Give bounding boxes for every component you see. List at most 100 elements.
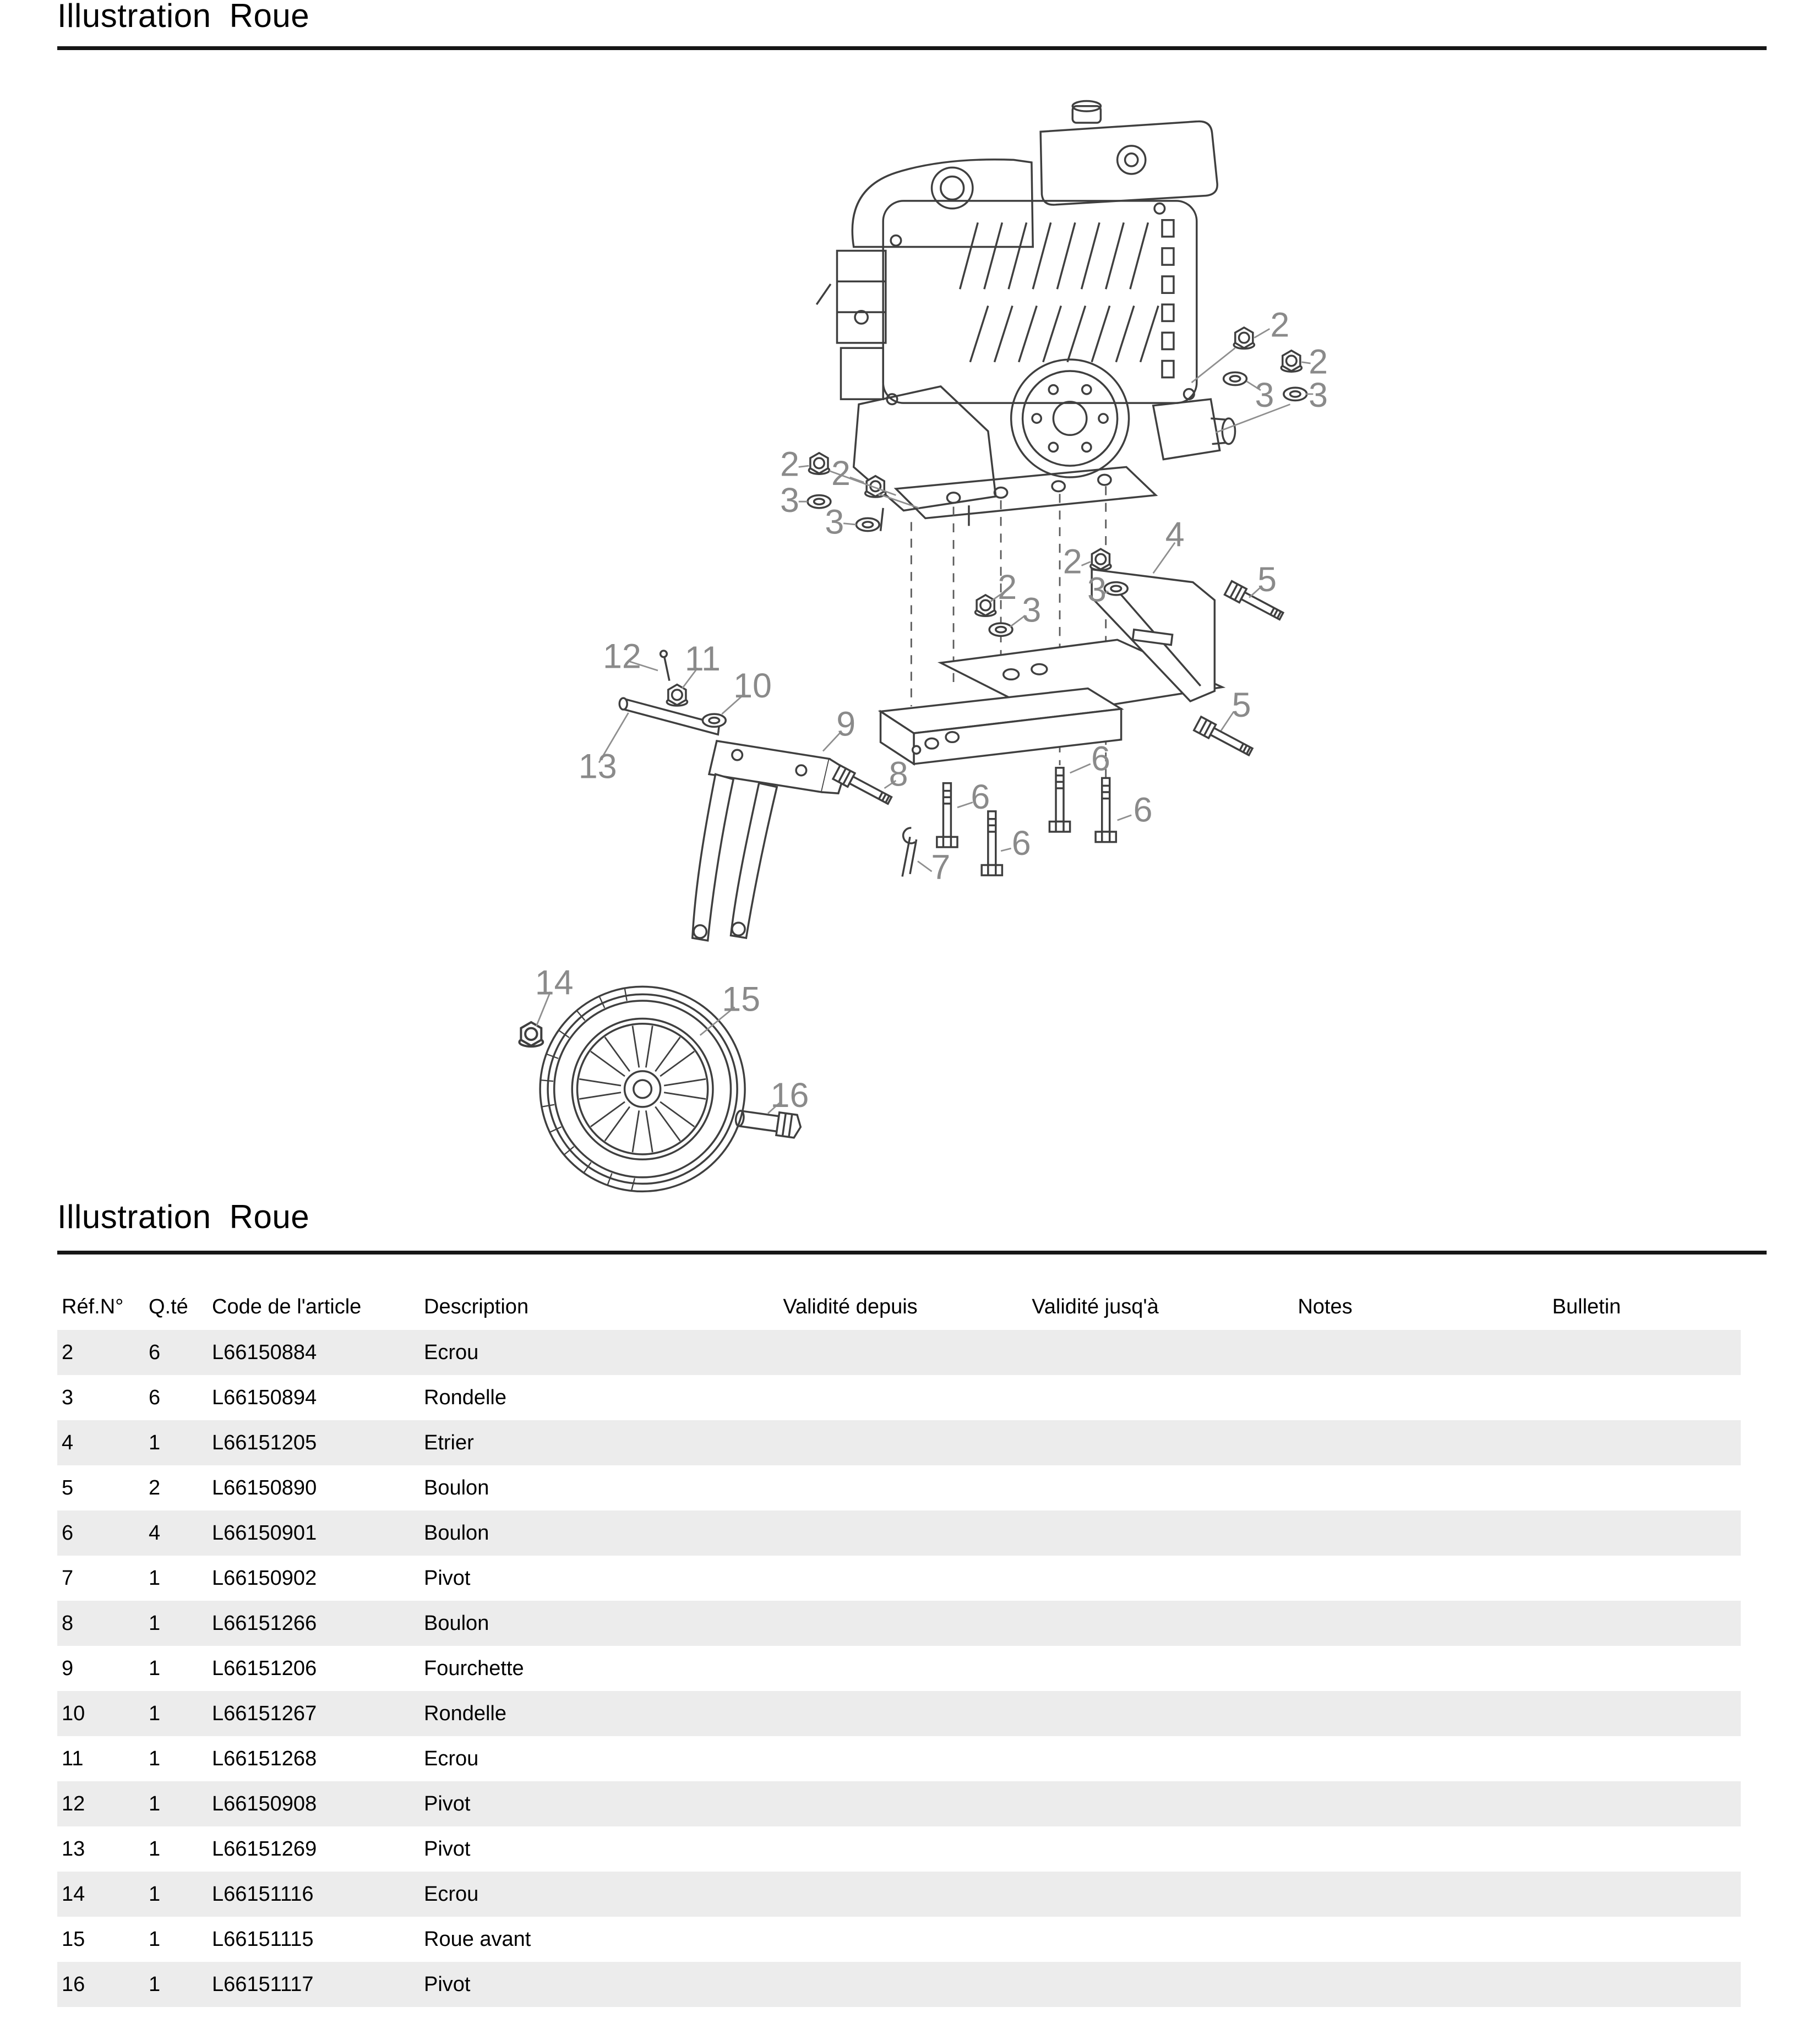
cell-valid-from: [728, 1781, 973, 1826]
cell-code: L66151115: [212, 1927, 314, 1951]
cell-qty: 1: [149, 1882, 161, 1906]
cell-notes: [1218, 1736, 1432, 1781]
cell-valid-from: [728, 1465, 973, 1510]
header-notes: Notes: [1298, 1295, 1353, 1318]
cell-valid-to: [973, 1826, 1218, 1872]
cell-desc: Etrier: [424, 1431, 474, 1454]
callout-labels: 2 2 3 3 2 2 3 3 4 2 3 5 2 3 12 11 10 9 1…: [535, 306, 1328, 1115]
cell-desc: Pivot: [424, 1972, 471, 1996]
table-row: 6 4 L66150901 Boulon: [57, 1510, 1741, 1556]
diagram-callout: 6: [1091, 739, 1110, 778]
cell-code: L66151116: [212, 1882, 314, 1906]
cell-valid-from: [728, 1962, 973, 2007]
cell-qty: 1: [149, 1927, 161, 1951]
cell-qty: 1: [149, 1611, 161, 1635]
cell-bulletin: [1432, 1510, 1741, 1556]
table-row: 7 1 L66150902 Pivot: [57, 1556, 1741, 1601]
cell-bulletin: [1432, 1465, 1741, 1510]
cell-desc: Rondelle: [424, 1701, 506, 1725]
cell-bulletin: [1432, 1962, 1741, 2007]
cell-notes: [1218, 1826, 1432, 1872]
cell-ref: 6: [62, 1521, 74, 1545]
cell-valid-to: [973, 1736, 1218, 1781]
cell-qty: 1: [149, 1972, 161, 1996]
cell-ref: 16: [62, 1972, 85, 1996]
cell-code: L66151206: [212, 1656, 317, 1680]
cell-notes: [1218, 1691, 1432, 1736]
table-header-row: Réf.N° Q.té Code de l'article Descriptio…: [57, 1289, 1741, 1324]
cell-valid-from: [728, 1646, 973, 1691]
table-row: 3 6 L66150894 Rondelle: [57, 1375, 1741, 1420]
diagram-callout: 4: [1165, 516, 1185, 554]
cell-valid-from: [728, 1691, 973, 1736]
cell-notes: [1218, 1601, 1432, 1646]
header-qty: Q.té: [149, 1295, 188, 1318]
cell-ref: 4: [62, 1431, 74, 1454]
table-body: 2 6 L66150884 Ecrou 3 6 L66150894 Rondel…: [57, 1330, 1741, 2007]
cell-valid-to: [973, 1556, 1218, 1601]
cell-desc: Boulon: [424, 1521, 489, 1545]
cell-desc: Boulon: [424, 1611, 489, 1635]
cell-notes: [1218, 1556, 1432, 1601]
header-desc: Description: [424, 1295, 529, 1318]
table-row: 12 1 L66150908 Pivot: [57, 1781, 1741, 1826]
diagram-callout: 2: [831, 454, 851, 493]
fork-drawing: [618, 650, 847, 942]
cell-valid-from: [728, 1917, 973, 1962]
cell-desc: Rondelle: [424, 1386, 506, 1409]
diagram-callout: 5: [1257, 560, 1277, 599]
cell-ref: 10: [62, 1701, 85, 1725]
cell-valid-to: [973, 1330, 1218, 1375]
cell-valid-to: [973, 1691, 1218, 1736]
diagram-callout: 7: [931, 848, 950, 887]
cell-desc: Ecrou: [424, 1340, 479, 1364]
frame-drawing: [878, 568, 1226, 766]
diagram-callout: 10: [733, 667, 772, 705]
cell-bulletin: [1432, 1691, 1741, 1736]
cell-bulletin: [1432, 1420, 1741, 1465]
diagram-callout: 3: [1255, 376, 1274, 414]
cell-code: L66151269: [212, 1837, 317, 1861]
title-divider: [57, 46, 1767, 50]
cell-desc: Pivot: [424, 1792, 471, 1815]
cell-qty: 1: [149, 1656, 161, 1680]
cell-code: L66150890: [212, 1476, 317, 1499]
cell-notes: [1218, 1510, 1432, 1556]
diagram-callout: 2: [1270, 306, 1289, 344]
diagram-callout: 3: [1309, 376, 1328, 414]
diagram-callout: 2: [998, 568, 1017, 607]
section-title: Illustration Roue: [57, 1198, 310, 1235]
cell-qty: 1: [149, 1837, 161, 1861]
diagram-callout: 5: [1232, 686, 1251, 724]
diagram-callout: 6: [971, 778, 990, 816]
cell-bulletin: [1432, 1601, 1741, 1646]
diagram-callout: 2: [1309, 343, 1328, 381]
diagram-callout: 6: [1134, 790, 1153, 829]
header-valid-to: Validité jusq'à: [1032, 1295, 1159, 1318]
cell-qty: 1: [149, 1701, 161, 1725]
cell-valid-from: [728, 1420, 973, 1465]
diagram-callout: 14: [535, 963, 574, 1002]
diagram-callout: 8: [889, 755, 908, 793]
cell-ref: 5: [62, 1476, 74, 1499]
cell-qty: 1: [149, 1747, 161, 1770]
cell-valid-from: [728, 1601, 973, 1646]
table-row: 16 1 L66151117 Pivot: [57, 1962, 1741, 2007]
cell-qty: 2: [149, 1476, 161, 1499]
cell-desc: Pivot: [424, 1837, 471, 1861]
cell-valid-to: [973, 1781, 1218, 1826]
cell-valid-to: [973, 1420, 1218, 1465]
cell-qty: 4: [149, 1521, 161, 1545]
cell-desc: Roue avant: [424, 1927, 531, 1951]
wheel-drawing: [539, 985, 746, 1193]
parts-diagram-svg: 2 2 3 3 2 2 3 3 4 2 3 5 2 3 12 11 10 9 1…: [0, 100, 1328, 1193]
table-row: 14 1 L66151116 Ecrou: [57, 1872, 1741, 1917]
cell-valid-from: [728, 1826, 973, 1872]
leader-lines: [535, 328, 1314, 1114]
cell-bulletin: [1432, 1646, 1741, 1691]
cell-desc: Fourchette: [424, 1656, 524, 1680]
cell-code: L66150902: [212, 1566, 317, 1590]
cell-code: L66151268: [212, 1747, 317, 1770]
cell-bulletin: [1432, 1917, 1741, 1962]
